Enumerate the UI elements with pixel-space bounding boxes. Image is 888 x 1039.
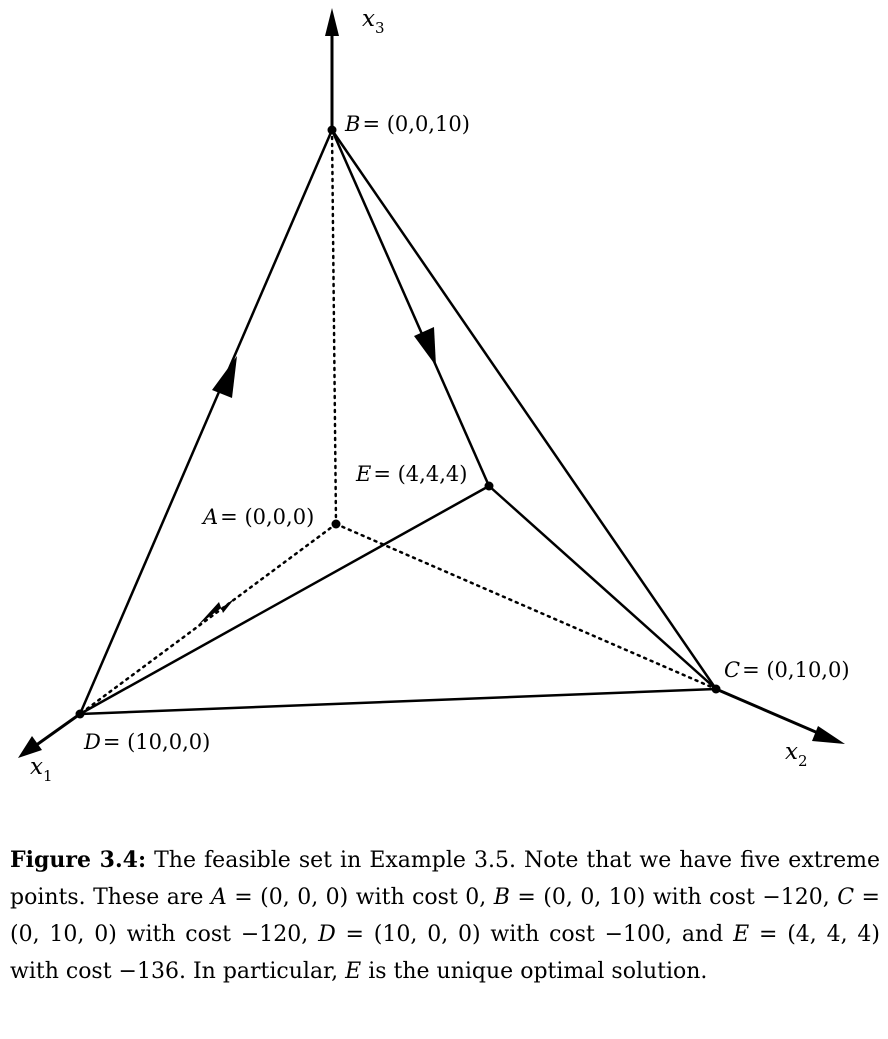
figure-caption: Figure 3.4: The feasible set in Example … xyxy=(10,842,880,990)
caption-text: The feasible set in Example 3.5. Note th… xyxy=(10,848,880,910)
vertex-E-dot xyxy=(484,481,494,491)
arrow-A-to-D xyxy=(198,598,235,625)
caption-var-D: D xyxy=(318,922,336,947)
edge-D-B xyxy=(78,129,334,715)
vertex-B-label: B= (0,0,10) xyxy=(344,112,470,136)
caption-text: = (10, 0, 0) with cost −100, and xyxy=(335,922,734,947)
axis-x2 xyxy=(715,687,845,744)
caption-label: Figure 3.4: xyxy=(10,847,147,873)
feasible-set-diagram: x3 x1 x2 B= (0,0,10) E= (4,4,4) A= (0,0,… xyxy=(18,6,850,785)
axis-x2-label: x2 xyxy=(785,739,808,770)
path-arrows xyxy=(198,327,436,625)
axis-x1-label: x1 xyxy=(30,754,53,785)
edge-D-C xyxy=(79,687,717,716)
edge-A-D xyxy=(78,522,338,716)
visible-edges xyxy=(78,129,718,716)
vertex-dots xyxy=(75,125,721,719)
axis-x3-label: x3 xyxy=(362,6,385,37)
caption-text: = (4, 4, 4) with cost −136. In particula… xyxy=(10,922,880,984)
vertex-C-label: C= (0,10,0) xyxy=(724,658,850,682)
edge-B-C xyxy=(330,129,718,690)
edge-A-C xyxy=(334,522,718,691)
vertex-B-dot xyxy=(327,125,337,135)
vertex-E-label: E= (4,4,4) xyxy=(355,462,467,486)
hidden-edges xyxy=(78,128,718,716)
axis-x1-arrowhead xyxy=(18,736,42,758)
edge-E-D xyxy=(79,484,490,716)
caption-var-A: A xyxy=(210,885,227,910)
caption-text: is the unique optimal solution. xyxy=(361,959,708,984)
vertex-D-label: D= (10,0,0) xyxy=(83,730,210,754)
caption-var-C: C xyxy=(837,885,855,910)
edge-B-E xyxy=(330,129,491,487)
vertex-A-dot xyxy=(331,519,341,529)
vertex-A-label: A= (0,0,0) xyxy=(201,505,314,529)
caption-var-E: E xyxy=(733,922,750,947)
caption-var-B: B xyxy=(493,885,510,910)
arrow-B-to-E xyxy=(414,327,436,366)
caption-text: = (0, 0, 10) with cost −120, xyxy=(509,885,838,910)
caption-text: = (0, 0, 0) with cost 0, xyxy=(226,885,494,910)
arrow-D-to-B xyxy=(212,356,237,398)
edge-E-C xyxy=(488,485,717,690)
caption-text: = (0, 10, 0) with cost −120, xyxy=(10,885,880,947)
axis-x2-arrowhead xyxy=(812,726,845,744)
vertex-C-dot xyxy=(711,684,721,694)
edge-B-A xyxy=(330,128,338,526)
axis-x3-arrowhead xyxy=(325,8,339,36)
axis-x3 xyxy=(325,8,339,130)
axis-x1 xyxy=(18,712,81,758)
vertex-D-dot xyxy=(75,709,85,719)
caption-var-E: E xyxy=(345,959,362,984)
